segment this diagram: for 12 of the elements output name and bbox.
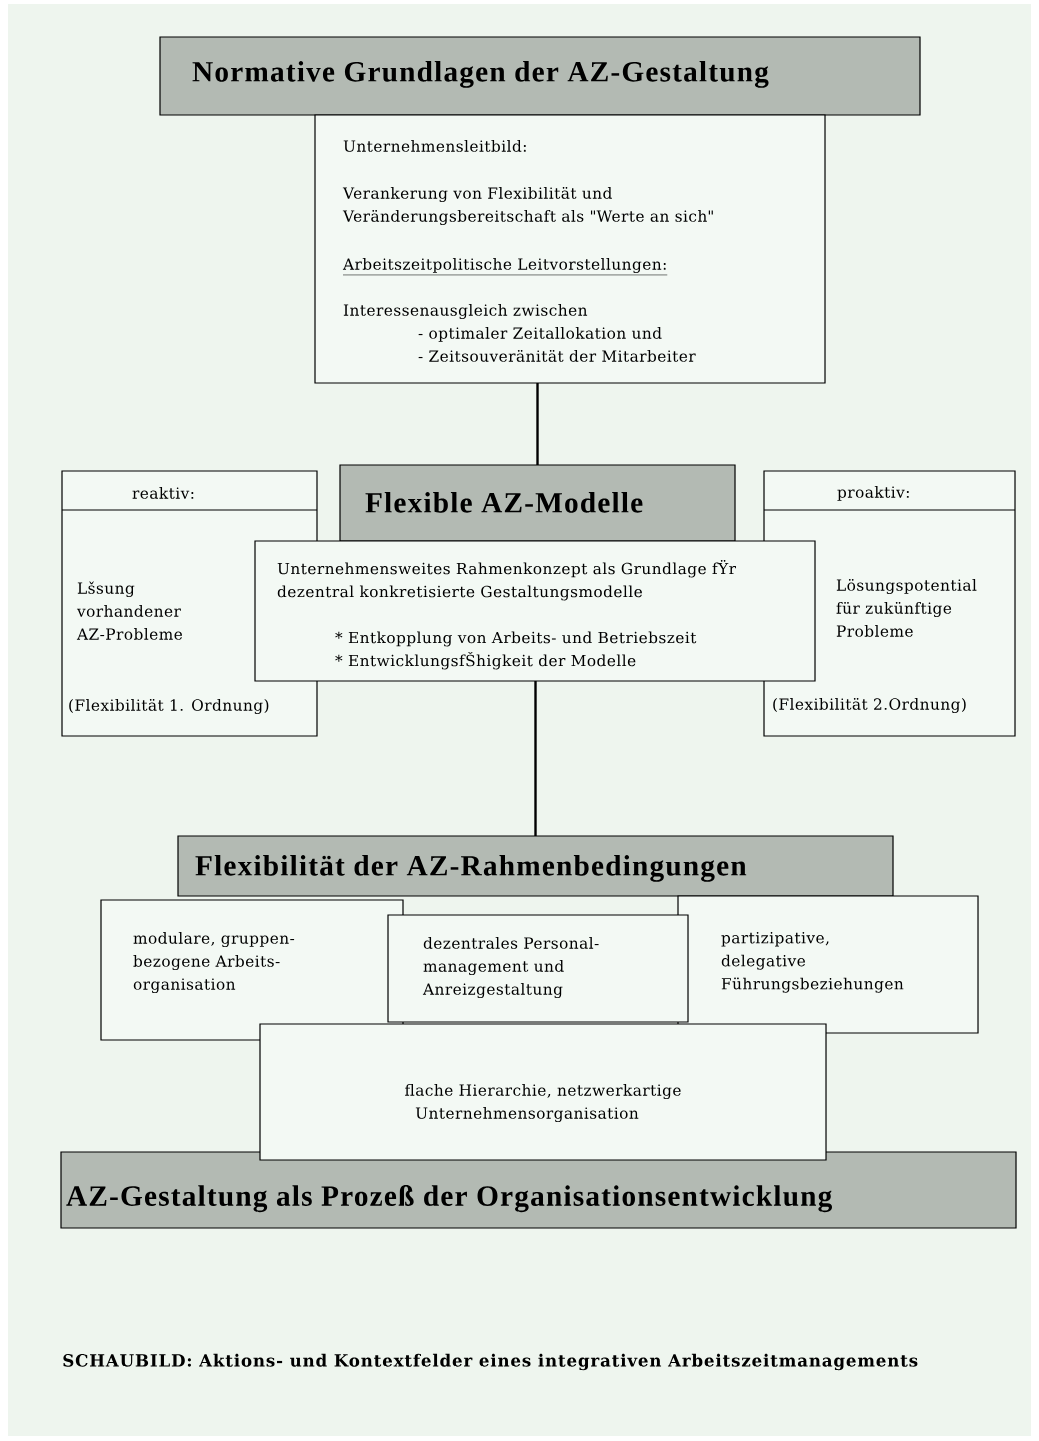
connector-line — [534, 681, 537, 836]
text-box: partizipative, delegative Führungsbeziehungen — [677, 895, 979, 1034]
heading-band: AZ-Gestaltung als Prozeß der Organisationsentwicklung — [60, 1151, 1017, 1229]
text-box: Unternehmensweites Rahmenkonzept als Grundlage fŸr dezentral konkretisierte Gestaltungsmodelle * Entkopplung von Arbeits- und Betriebszeit * EntwicklungsfŠhigkeit der Modelle — [254, 540, 816, 682]
caption: SCHAUBILD: Aktions- und Kontextfelder eines integrativen Arbeitszeitmanagements — [63, 1353, 918, 1371]
heading-band: Flexible AZ-Modelle — [339, 464, 736, 542]
heading-band: Normative Grundlagen der AZ-Gestaltung — [159, 36, 921, 116]
text-box: modulare, gruppen- bezogene Arbeits- organisation — [100, 899, 404, 1041]
text-box: Unternehmensleitbild: Verankerung von Flexibilität und Veränderungsbereitschaft als "Werte an sich" Arbeitszeitpolitische Leitvorstellungen: Interessenausgleich zwischen - optimaler Zeitallokation und - Zeitsouveränität der Mitarbeiter — [314, 114, 826, 384]
text-box: dezentrales Personal- management und Anreizgestaltung — [387, 914, 689, 1023]
heading-band: Flexibilität der AZ-Rahmenbedingungen — [177, 835, 894, 897]
connector-line — [536, 383, 539, 465]
